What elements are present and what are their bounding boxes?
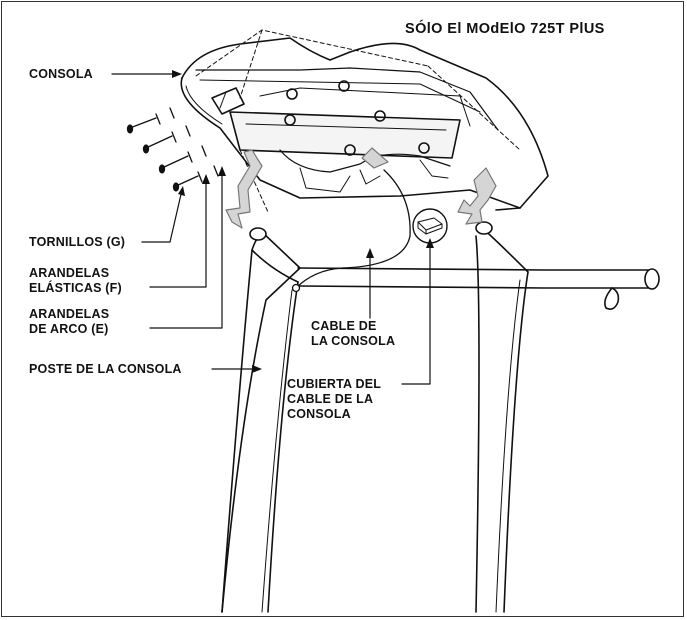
alignment-arrows [225,147,497,229]
cable-cover-callout [412,208,448,244]
label-poste-consola: POSTE DE LA CONSOLA [29,362,182,376]
page-title: SÓlO El MOdElO 725T PlUS [405,21,605,37]
label-consola: CONSOLA [29,67,93,81]
console-cable [291,169,411,293]
label-arandelas-elasticas: ARANDELAS ELÁSTICAS (F) [29,266,122,295]
leader-arrowheads [172,70,434,373]
label-cubierta-cable: CUBIERTA DEL CABLE DE LA CONSOLA [287,377,382,421]
right-console-post [475,221,529,613]
alignment-guides [195,29,521,213]
label-arandelas-arco: ARANDELAS DE ARCO (E) [29,307,110,336]
handle-bar [297,267,660,310]
console-body [180,37,549,211]
left-console-post [221,227,301,613]
leader-lines [111,73,431,385]
label-cable-consola: CABLE DE LA CONSOLA [311,319,396,348]
screws-washers [126,107,219,192]
label-tornillos: TORNILLOS (G) [29,235,126,249]
